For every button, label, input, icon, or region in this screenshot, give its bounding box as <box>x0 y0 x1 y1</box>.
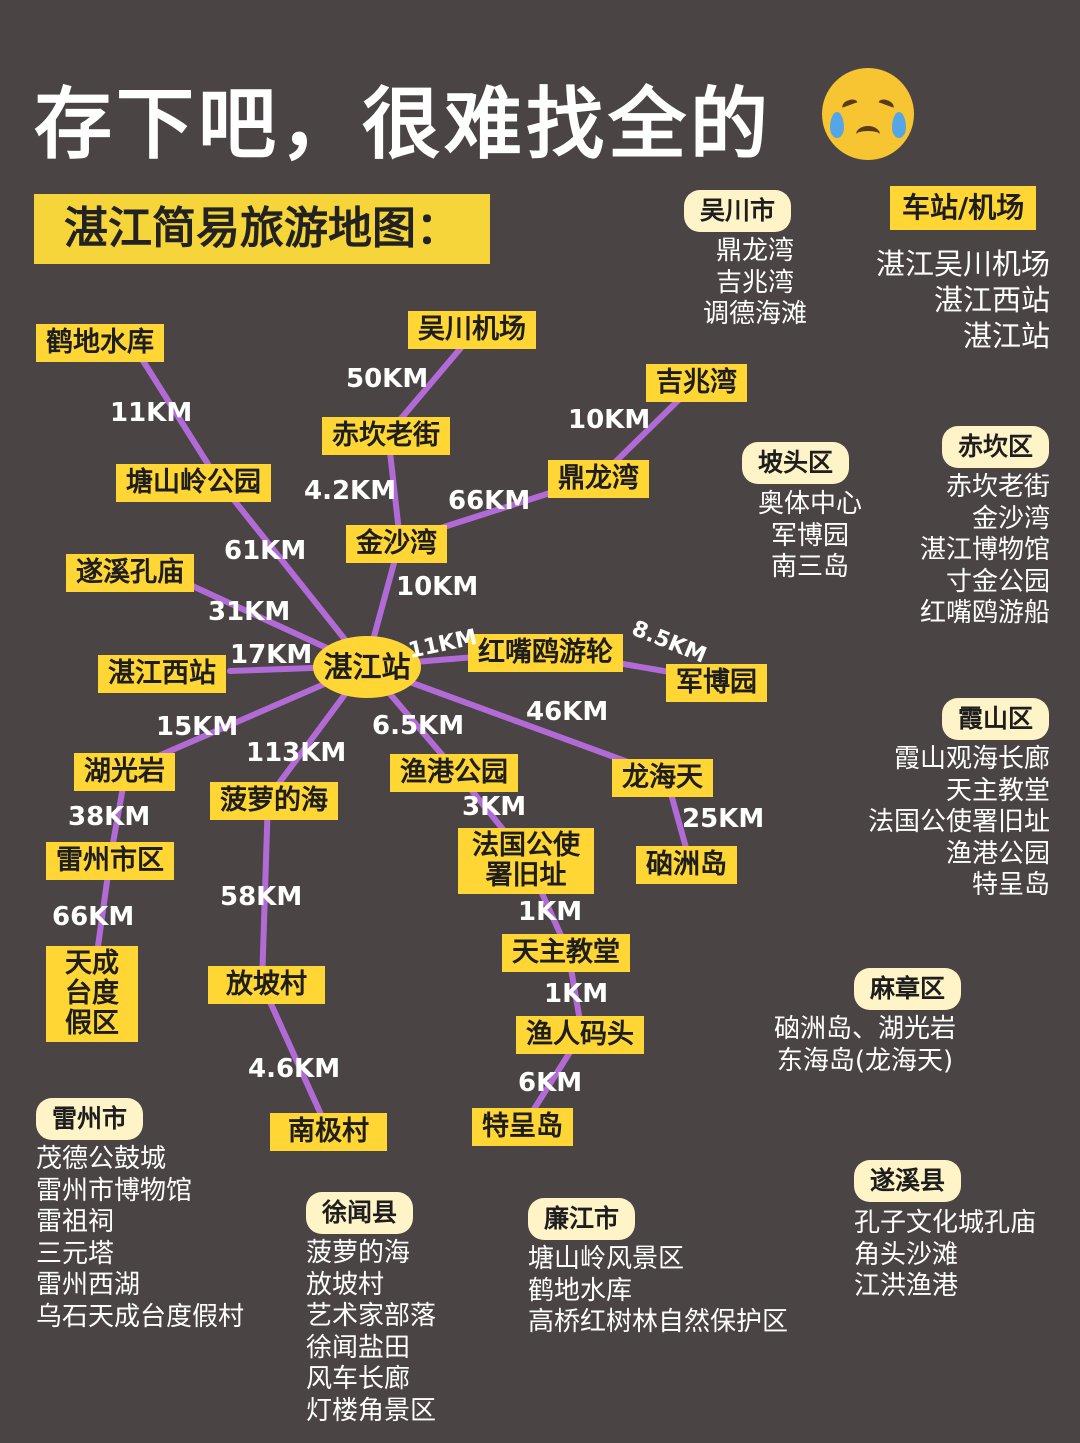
page-title: 存下吧，很难找全的 <box>34 80 773 170</box>
distance-label: 61KM <box>224 536 307 566</box>
region-potou-list: 奥体中心 军博园 南三岛 <box>757 489 862 582</box>
region-lianjiang-title: 廉江市 <box>528 1198 636 1240</box>
region-mazhang-title: 麻章区 <box>854 968 962 1010</box>
distance-label: 58KM <box>220 882 303 912</box>
distance-label: 113KM <box>246 738 347 768</box>
region-suixi-list: 孔子文化城孔庙 角头沙滩 江洪渔港 <box>854 1208 1037 1301</box>
distance-label: 3KM <box>462 792 527 822</box>
node-chikan-street: 赤坎老街 <box>322 417 450 455</box>
distance-label: 38KM <box>68 802 151 832</box>
map-subtitle: 湛江简易旅游地图： <box>34 194 490 264</box>
region-chikan-title: 赤坎区 <box>942 426 1050 468</box>
node-boluo: 菠萝的海 <box>210 782 338 820</box>
distance-label: 17KM <box>230 640 313 670</box>
region-stations-title: 车站/机场 <box>890 186 1037 230</box>
node-tiancheng: 天成台度假区 <box>46 946 138 1042</box>
region-suixi-title: 遂溪县 <box>854 1160 962 1202</box>
node-hedi: 鹤地水库 <box>36 324 164 362</box>
node-hongzuiou: 红嘴鸥游轮 <box>468 634 623 672</box>
node-techeng: 特呈岛 <box>472 1108 573 1146</box>
route-tangshanling-hub <box>215 477 369 669</box>
distance-label: 10KM <box>396 572 479 602</box>
region-leizhou-title: 雷州市 <box>36 1098 144 1140</box>
hub-zhanjiang-station: 湛江站 <box>313 636 421 698</box>
node-consulate: 法国公使署旧址 <box>458 828 594 894</box>
distance-label: 66KM <box>448 486 531 516</box>
node-airport: 吴川机场 <box>408 311 536 349</box>
node-huguangyan: 湖光岩 <box>74 753 175 791</box>
distance-label: 46KM <box>526 697 609 727</box>
distance-label: 10KM <box>568 405 651 435</box>
region-leizhou-list: 茂德公鼓城 雷州市博物馆 雷祖祠 三元塔 雷州西湖 乌石天成台度假村 <box>36 1144 245 1332</box>
node-leizhou: 雷州市区 <box>46 842 174 880</box>
crying-face-icon <box>822 68 914 160</box>
node-wharf: 渔人码头 <box>516 1016 644 1054</box>
region-chikan-list: 赤坎老街 金沙湾 湛江博物馆 寸金公园 红嘴鸥游船 <box>919 472 1050 628</box>
distance-label: 31KM <box>208 597 291 627</box>
node-yugang: 渔港公园 <box>390 754 518 792</box>
node-fangpo: 放坡村 <box>208 966 325 1004</box>
region-xiashan-title: 霞山区 <box>942 698 1050 740</box>
node-tangshanling: 塘山岭公园 <box>116 464 271 502</box>
region-wuchuan-list: 鼎龙湾 吉兆湾 调德海滩 <box>702 236 807 329</box>
distance-label: 15KM <box>156 712 239 742</box>
region-xuwen-list: 菠萝的海 放坡村 艺术家部落 徐闻盐田 风车长廊 灯楼角景区 <box>306 1238 437 1426</box>
node-xizhan: 湛江西站 <box>98 655 226 693</box>
distance-label: 25KM <box>682 804 765 834</box>
distance-label: 11KM <box>110 398 193 428</box>
distance-label: 66KM <box>52 902 135 932</box>
region-wuchuan-title: 吴川市 <box>684 190 792 232</box>
route-fangpo-nanji <box>259 981 331 1133</box>
node-nanji: 南极村 <box>270 1113 387 1151</box>
route-hub-longhaitian <box>363 663 669 779</box>
distance-label: 6KM <box>518 1068 583 1098</box>
route-hedi-tangshanling <box>137 353 221 483</box>
node-church: 天主教堂 <box>502 934 630 972</box>
region-xiashan-list: 霞山观海长廊 天主教堂 法国公使署旧址 渔港公园 特呈岛 <box>867 744 1050 900</box>
region-stations-list: 湛江吴川机场 湛江西站 湛江站 <box>875 247 1050 353</box>
region-lianjiang-list: 塘山岭风景区 鹤地水库 高桥红树林自然保护区 <box>528 1244 789 1337</box>
node-jizhao: 吉兆湾 <box>646 364 747 402</box>
distance-label: 1KM <box>544 979 609 1009</box>
region-potou-title: 坡头区 <box>742 442 850 484</box>
distance-label: 6.5KM <box>372 711 465 741</box>
node-junbo: 军博园 <box>666 664 767 702</box>
region-mazhang-list: 硇洲岛、湖光岩 东海岛(龙海天) <box>773 1014 956 1076</box>
region-xuwen-title: 徐闻县 <box>306 1192 414 1234</box>
distance-label: 4.6KM <box>248 1054 341 1084</box>
distance-label: 1KM <box>518 897 583 927</box>
node-dinglong: 鼎龙湾 <box>548 460 649 498</box>
node-jinsha: 金沙湾 <box>346 525 447 563</box>
node-longhaitian: 龙海天 <box>612 759 713 797</box>
distance-label: 4.2KM <box>304 476 397 506</box>
node-suixi-temple: 遂溪孔庙 <box>66 554 194 592</box>
distance-label: 50KM <box>346 364 429 394</box>
route-boluo-fangpo <box>259 795 271 987</box>
node-naozhou: 硇洲岛 <box>636 846 737 884</box>
